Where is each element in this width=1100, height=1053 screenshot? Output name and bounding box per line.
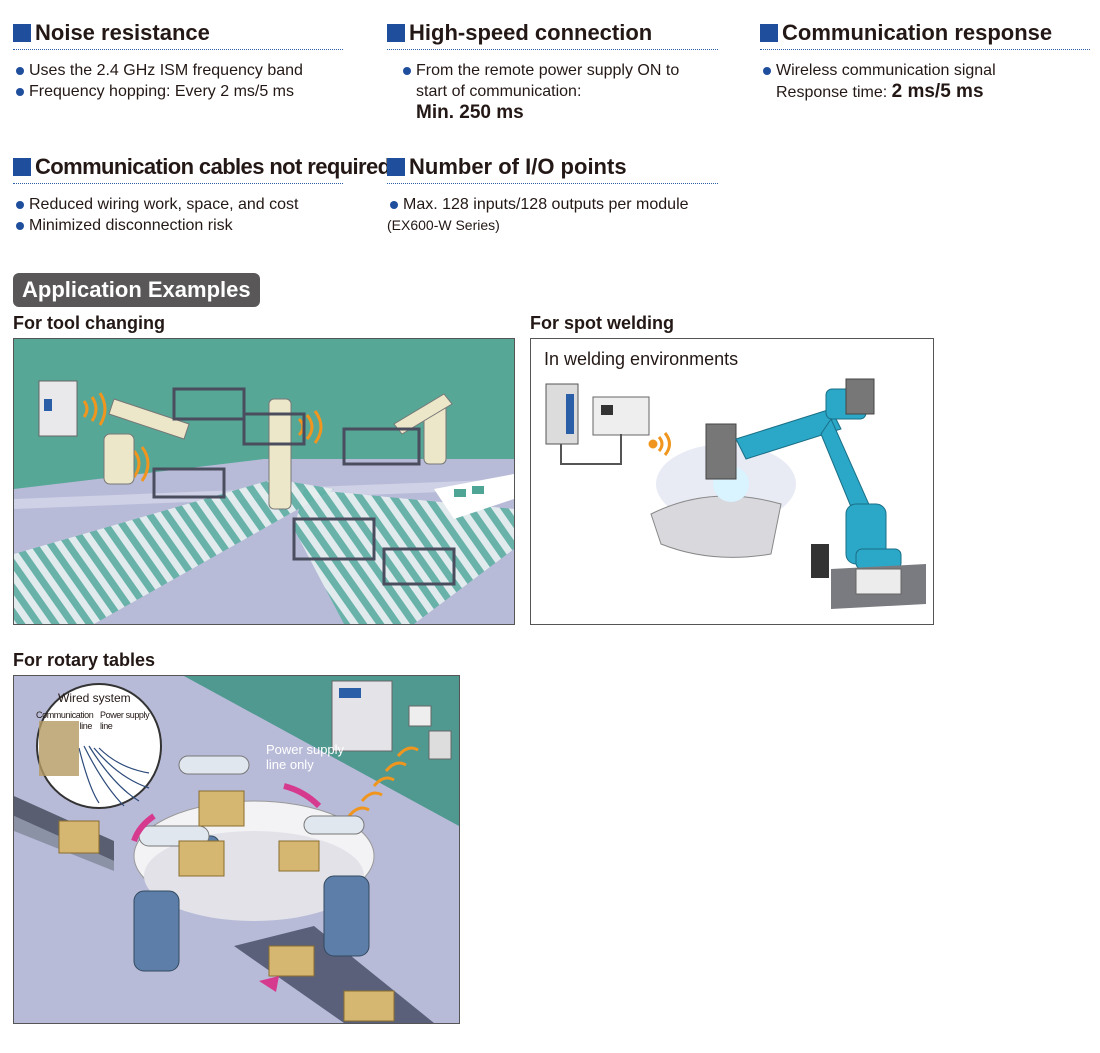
square-bullet-icon bbox=[760, 24, 778, 42]
communication-line-label: Communication line bbox=[36, 710, 94, 731]
feature-note: (EX600-W Series) bbox=[387, 217, 500, 233]
rotary-tables-illustration: Wired system Communication line Power su… bbox=[13, 675, 460, 1024]
application-examples-heading: Application Examples bbox=[13, 273, 260, 307]
rotary-tables-label: For rotary tables bbox=[13, 650, 156, 670]
tool-changing-label: For tool changing bbox=[13, 313, 165, 333]
square-bullet-icon bbox=[387, 158, 405, 176]
feature-value: 2 ms/5 ms bbox=[891, 81, 984, 102]
feature-bullet: Minimized disconnection risk bbox=[13, 215, 343, 236]
feature-communication-response: Communication response Wireless communic… bbox=[760, 20, 1090, 103]
feature-bullet: Max. 128 inputs/128 outputs per module bbox=[387, 194, 718, 215]
feature-title: Noise resistance bbox=[13, 20, 343, 50]
feature-io-points: Number of I/O points Max. 128 inputs/128… bbox=[387, 154, 718, 234]
feature-bullet: Reduced wiring work, space, and cost bbox=[13, 194, 343, 215]
feature-cables-not-required: Communication cables not required Reduce… bbox=[13, 154, 391, 236]
power-supply-line-label: Power supply line bbox=[100, 710, 150, 731]
square-bullet-icon bbox=[387, 24, 405, 42]
feature-title: Communication cables not required bbox=[13, 154, 391, 184]
square-bullet-icon bbox=[13, 158, 31, 176]
feature-high-speed-connection: High-speed connection From the remote po… bbox=[387, 20, 718, 124]
feature-bullet: Uses the 2.4 GHz ISM frequency band bbox=[13, 60, 343, 81]
feature-title: Number of I/O points bbox=[387, 154, 718, 184]
feature-noise-resistance: Noise resistance Uses the 2.4 GHz ISM fr… bbox=[13, 20, 343, 102]
feature-title: Communication response bbox=[760, 20, 1090, 50]
spot-welding-illustration: In welding environments bbox=[530, 338, 934, 625]
power-supply-callout: Power supply line only bbox=[266, 742, 345, 772]
feature-bullet: Frequency hopping: Every 2 ms/5 ms bbox=[13, 81, 343, 102]
welding-caption: In welding environments bbox=[544, 349, 739, 369]
square-bullet-icon bbox=[13, 24, 31, 42]
feature-title: High-speed connection bbox=[387, 20, 718, 50]
tool-changing-illustration bbox=[13, 338, 515, 625]
wired-system-title: Wired system bbox=[58, 691, 131, 705]
spot-welding-label: For spot welding bbox=[530, 313, 674, 333]
feature-value: Min. 250 ms bbox=[416, 102, 524, 123]
